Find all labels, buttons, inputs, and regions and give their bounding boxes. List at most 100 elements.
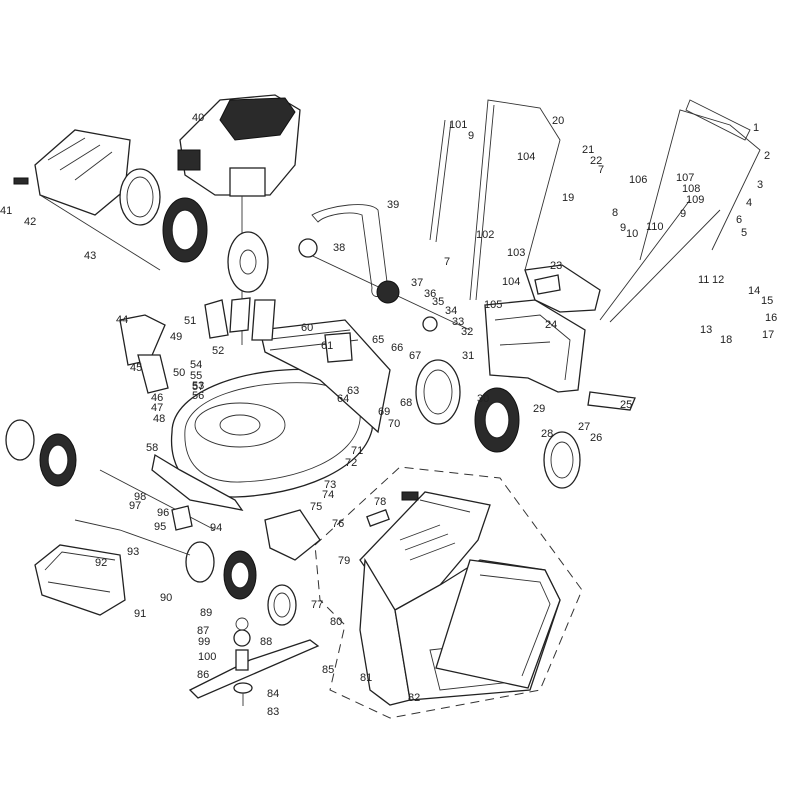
callout-85: 85: [322, 664, 334, 676]
callout-5: 5: [741, 227, 747, 239]
callout-28: 28: [541, 428, 553, 440]
callout-33: 33: [452, 316, 464, 328]
callout-27: 27: [578, 421, 590, 433]
callout-98: 98: [134, 491, 146, 503]
callout-29: 29: [533, 403, 545, 415]
callout-73: 73: [324, 479, 336, 491]
callout-14: 14: [748, 285, 760, 297]
blade-assembly: [188, 617, 320, 706]
callout-47: 47: [151, 402, 163, 414]
callout-76: 76: [332, 518, 344, 530]
callout-7: 7: [444, 256, 450, 268]
engine: [177, 94, 301, 345]
front-panel: [34, 544, 126, 616]
callout-65: 65: [372, 334, 384, 346]
callout-30: 30: [477, 393, 489, 405]
rear-flap: [484, 264, 636, 411]
callout-22: 22: [590, 155, 602, 167]
wheels: [5, 168, 581, 626]
callout-82: 82: [408, 692, 420, 704]
callout-107: 107: [676, 172, 694, 184]
callout-3: 3: [757, 179, 763, 191]
callout-43: 43: [84, 250, 96, 262]
callout-90: 90: [160, 592, 172, 604]
callout-4: 4: [746, 197, 752, 209]
callout-53: 53: [192, 380, 204, 392]
callout-51: 51: [184, 315, 196, 327]
callout-92: 92: [95, 557, 107, 569]
callout-6: 6: [736, 214, 742, 226]
grass-catcher-group: [314, 466, 583, 719]
callout-79: 79: [338, 555, 350, 567]
callout-87: 87: [197, 625, 209, 637]
callout-23: 23: [550, 260, 562, 272]
side-covers: [119, 314, 169, 394]
handle-assembly: [429, 99, 761, 323]
callout-67: 67: [409, 350, 421, 362]
callout-49: 49: [170, 331, 182, 343]
callout-18: 18: [720, 334, 732, 346]
callout-86: 86: [197, 669, 209, 681]
front-axle: [74, 469, 321, 561]
drive-parts: [204, 204, 471, 363]
callout-57: 57: [192, 381, 204, 393]
callout-103: 103: [507, 247, 525, 259]
callout-19: 19: [562, 192, 574, 204]
callout-44: 44: [116, 314, 128, 326]
callout-74: 74: [322, 489, 334, 501]
callout-9: 9: [620, 222, 626, 234]
callout-80: 80: [330, 616, 342, 628]
callout-13: 13: [700, 324, 712, 336]
callout-46: 46: [151, 392, 163, 404]
callout-25: 25: [620, 399, 632, 411]
callout-26: 26: [590, 432, 602, 444]
callout-34: 34: [445, 305, 457, 317]
callout-54: 54: [190, 359, 202, 371]
callout-1: 1: [753, 122, 759, 134]
callout-17: 17: [762, 329, 774, 341]
callout-68: 68: [400, 397, 412, 409]
callout-32: 32: [461, 326, 473, 338]
callout-35: 35: [432, 296, 444, 308]
callout-96: 96: [157, 507, 169, 519]
callout-21: 21: [582, 144, 594, 156]
callout-61: 61: [321, 340, 333, 352]
callout-72: 72: [345, 457, 357, 469]
callout-99: 99: [198, 636, 210, 648]
callout-52: 52: [212, 345, 224, 357]
callout-88: 88: [260, 636, 272, 648]
callout-75: 75: [310, 501, 322, 513]
callout-16: 16: [765, 312, 777, 324]
callout-15: 15: [761, 295, 773, 307]
callout-9: 9: [468, 130, 474, 142]
callout-106: 106: [629, 174, 647, 186]
callout-63: 63: [347, 385, 359, 397]
callout-39: 39: [387, 199, 399, 211]
callout-37: 37: [411, 277, 423, 289]
callout-58: 58: [146, 442, 158, 454]
callout-105: 105: [484, 299, 502, 311]
callout-70: 70: [388, 418, 400, 430]
callout-56: 56: [192, 390, 204, 402]
shroud: [13, 129, 161, 271]
callout-81: 81: [360, 672, 372, 684]
callout-84: 84: [267, 688, 279, 700]
callout-11: 11: [698, 274, 709, 286]
callout-108: 108: [682, 183, 700, 195]
callout-64: 64: [337, 393, 349, 405]
callout-10: 10: [626, 228, 638, 240]
callout-104: 104: [517, 151, 535, 163]
callout-94: 94: [210, 522, 222, 534]
callout-104: 104: [502, 276, 520, 288]
callout-77: 77: [311, 599, 323, 611]
callout-24: 24: [545, 319, 557, 331]
callout-55: 55: [190, 370, 202, 382]
callout-100: 100: [198, 651, 216, 663]
callout-101: 101: [449, 119, 467, 131]
callout-71: 71: [351, 445, 363, 457]
callout-42: 42: [24, 216, 36, 228]
callout-48: 48: [153, 413, 165, 425]
